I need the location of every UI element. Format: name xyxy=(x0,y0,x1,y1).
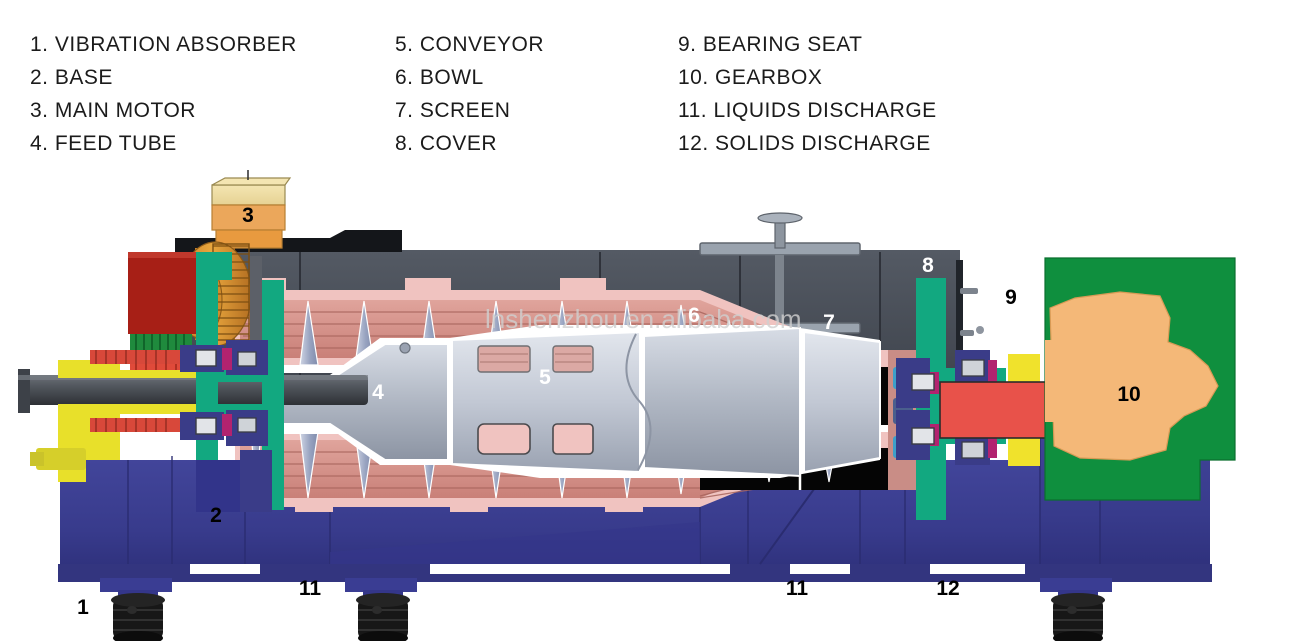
watermark-text-svg: lnshenzhou.en.alibaba.com xyxy=(485,304,802,334)
vibration-absorber-foot xyxy=(111,593,165,641)
legend-column-2: 5. CONVEYOR 6. BOWL 7. SCREEN 8. COVER xyxy=(395,28,665,160)
legend-item-solids-discharge: 12. SOLIDS DISCHARGE xyxy=(678,132,931,155)
right-bearing-seat xyxy=(896,278,1071,520)
cover-handle xyxy=(699,212,861,334)
legend-item-conveyor: 5. CONVEYOR xyxy=(395,33,545,56)
conveyor-ports xyxy=(477,345,594,455)
vibration-absorber-feet xyxy=(111,593,1105,641)
legend-item-feed-tube: 4. FEED TUBE xyxy=(30,132,177,155)
legend-item-cover: 8. COVER xyxy=(395,132,498,155)
centrifuge-cutaway-illustration: lnshenzhou.en.alibaba.com 1 2 3 4 5 6 7 … xyxy=(0,160,1289,641)
legend-column-3: 9. BEARING SEAT 10. GEARBOX 11. LIQUIDS … xyxy=(678,28,1078,160)
bearing-rollers xyxy=(195,349,257,435)
legend-item-liquids-discharge: 11. LIQUIDS DISCHARGE xyxy=(678,99,937,122)
vibration-absorber-foot xyxy=(356,593,410,641)
legend-item-bowl: 6. BOWL xyxy=(395,66,484,89)
gearbox xyxy=(1044,257,1236,501)
vibration-absorber-foot xyxy=(1051,593,1105,641)
left-bearing-housing xyxy=(30,252,284,512)
legend-item-bearing-seat: 9. BEARING SEAT xyxy=(678,33,863,56)
legend-item-gearbox: 10. GEARBOX xyxy=(678,66,823,89)
legend-column-1: 1. VIBRATION ABSORBER 2. BASE 3. MAIN MO… xyxy=(30,28,390,160)
legend: 1. VIBRATION ABSORBER 2. BASE 3. MAIN MO… xyxy=(0,0,1289,170)
legend-item-main-motor: 3. MAIN MOTOR xyxy=(30,99,196,122)
legend-item-vibration-absorber: 1. VIBRATION ABSORBER xyxy=(30,33,297,56)
legend-item-base: 2. BASE xyxy=(30,66,113,89)
centrifuge-svg: lnshenzhou.en.alibaba.com xyxy=(18,170,1236,641)
legend-item-screen: 7. SCREEN xyxy=(395,99,511,122)
